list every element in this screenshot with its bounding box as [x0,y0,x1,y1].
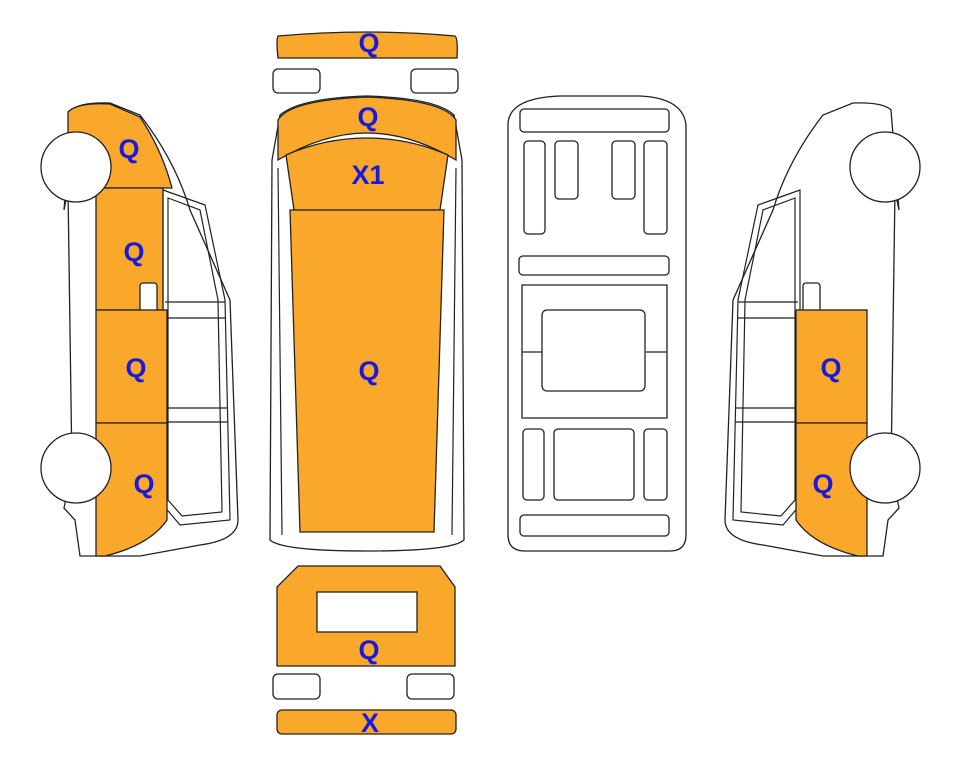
floor-rear-left [522,428,545,501]
left-pillar-lines [165,301,228,423]
floor-center-box [541,309,646,392]
left-front-door-code: Q [123,237,144,267]
left-front-fender-code: Q [118,134,139,164]
front-bumper-code: Q [358,28,379,58]
front-right-light [410,68,459,94]
floor-plan-view [507,95,687,552]
floor-seat-2 [554,140,579,200]
floor-rear-right [643,428,668,501]
floor-front-strip [519,108,670,133]
right-rear-wheel [849,432,921,504]
floor-rear-center [553,428,635,501]
left-front-wheel [40,131,112,203]
right-rear-door-panel[interactable] [795,309,868,424]
left-side-view: Q Q Q Q [40,102,239,557]
rear-window [316,591,418,633]
rear-bumper-panel[interactable] [276,709,457,735]
roof-code: Q [358,356,379,386]
rear-door-code: Q [358,635,379,665]
right-rear-quarter-code: Q [812,469,833,499]
left-rear-door-code: Q [125,353,146,383]
rear-left-light [272,673,321,700]
top-view: Q Q X1 Q [269,28,465,552]
right-window-inner [740,197,796,517]
right-front-wheel [849,131,921,203]
rear-bumper-code: X [361,708,379,738]
hood-panel[interactable] [277,96,457,162]
hood-code: Q [357,102,378,132]
rear-view: Q X [272,565,457,738]
floor-seat-4 [643,140,668,235]
floor-mid-strip [518,255,670,276]
right-side-rail [451,167,457,536]
right-side-view: Q Q [724,102,921,557]
windshield-panel[interactable] [285,137,449,211]
floor-rear-strip [519,514,670,537]
rear-right-light [406,673,455,700]
left-window-inner [167,197,223,517]
floor-seat-1 [523,140,546,235]
front-left-light [272,68,321,94]
roof-panel[interactable] [289,209,445,533]
floor-seat-3 [611,140,636,200]
left-rear-quarter-code: Q [133,469,154,499]
left-rear-quarter-panel[interactable] [95,422,168,557]
right-pillar-lines [735,301,798,423]
left-side-rail [277,167,283,536]
right-rear-door-code: Q [820,353,841,383]
right-rear-quarter-panel[interactable] [795,422,868,557]
windshield-code: X1 [351,160,384,190]
front-bumper-panel[interactable] [276,31,458,59]
left-rear-wheel [40,432,112,504]
